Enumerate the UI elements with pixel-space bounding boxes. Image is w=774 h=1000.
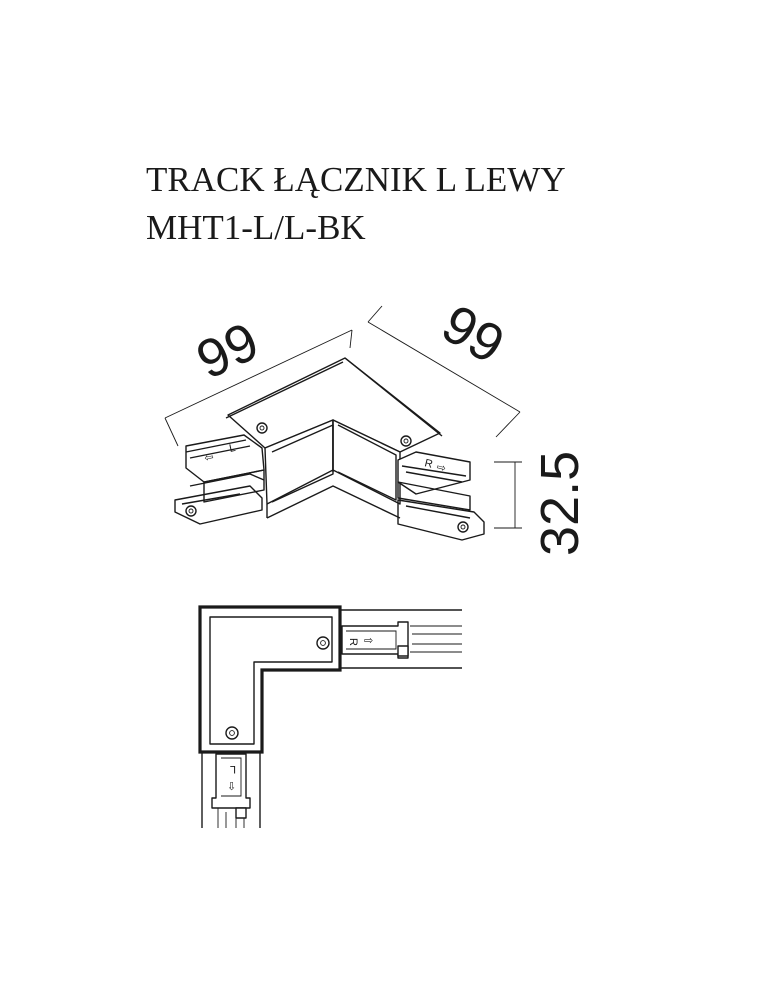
left-adapter: ⇨ L (174, 434, 265, 525)
top-view-right-label: R (347, 638, 359, 646)
dimension-right-label: 99 (432, 293, 514, 375)
top-view-bottom-arrow: ⇩ (227, 781, 236, 793)
top-view-right-track: R ⇨ (340, 609, 462, 669)
dimension-left-label: 99 (188, 311, 268, 391)
screw-icon (316, 636, 330, 650)
left-adapter-label: L (228, 442, 236, 455)
right-adapter-label: R (423, 457, 434, 471)
left-adapter-arrow: ⇨ (203, 451, 215, 465)
top-view-bottom-label: L (230, 763, 236, 775)
top-view-bottom-track: L ⇩ (201, 752, 261, 828)
connector-body (225, 357, 443, 519)
dimension-left-line (164, 329, 353, 447)
dimension-height-line (494, 461, 522, 529)
top-view-right-arrow: ⇨ (364, 635, 373, 647)
product-code: MHT1-L/L-BK (146, 208, 366, 247)
product-title: TRACK ŁĄCZNIK L LEWY (146, 160, 566, 199)
isometric-view: 99 99 32.5 (164, 293, 590, 556)
right-adapter-arrow: ⇨ (435, 461, 447, 475)
screw-icon (225, 726, 239, 740)
dimension-height-label: 32.5 (530, 451, 590, 556)
top-view: R ⇨ L ⇩ (198, 605, 462, 828)
dimension-right-line (367, 305, 521, 438)
right-adapter: R ⇨ (397, 451, 485, 541)
